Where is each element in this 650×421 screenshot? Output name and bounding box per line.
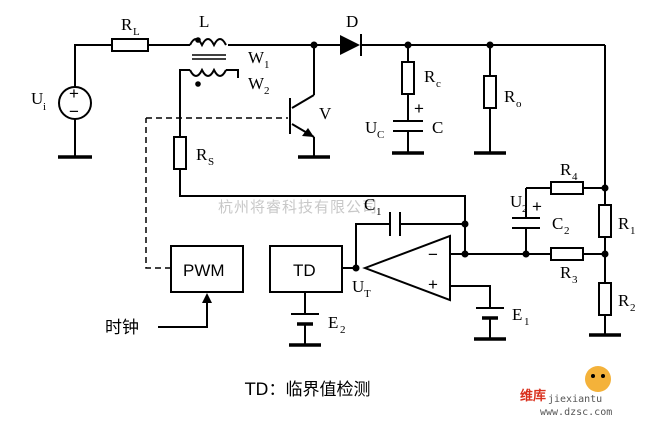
transistor-v: V	[146, 45, 332, 159]
label-r2: R	[618, 291, 630, 310]
label-rc: R	[424, 67, 436, 86]
figure-caption: TD：临界值检测	[244, 380, 370, 400]
label-r4-sub: 4	[572, 171, 578, 183]
clock-label: 时钟	[105, 318, 139, 338]
label-ui: U	[31, 89, 43, 108]
label-ro: R	[504, 87, 516, 106]
label-uc-sub: C	[377, 129, 384, 141]
label-r2-sub: 2	[630, 302, 636, 314]
resistor-ro: R o	[474, 45, 522, 155]
label-u2-sub: 2	[522, 203, 528, 215]
label-rs-sub: S	[208, 156, 214, 168]
resistor-rl: R L	[111, 15, 149, 52]
label-l: L	[199, 12, 209, 31]
coupled-inductor: L W 1 W 2	[179, 12, 270, 137]
pwm-block: PWM 时钟	[105, 118, 244, 338]
source-plus-sign: +	[69, 84, 79, 103]
label-r3: R	[560, 263, 572, 282]
label-c1: C	[364, 195, 375, 214]
cap-c2-plus: +	[532, 197, 542, 216]
label-e1: E	[512, 305, 522, 324]
label-c2: C	[552, 214, 563, 233]
opamp-minus: −	[428, 245, 438, 264]
label-ut: U	[352, 277, 364, 296]
cap-c-plus: +	[414, 99, 424, 118]
label-w1: W	[248, 48, 265, 67]
label-rl-sub: L	[133, 26, 140, 38]
label-v: V	[319, 104, 332, 123]
label-c2-sub: 2	[564, 225, 570, 237]
label-c: C	[432, 118, 443, 137]
label-uc: U	[365, 118, 377, 137]
comparator-opamp: − + C 1 U T E 1	[352, 195, 530, 341]
label-rc-sub: c	[436, 78, 441, 90]
logo-main: 维库	[520, 388, 546, 404]
label-e2: E	[328, 313, 338, 332]
dzsc-logo: 维库 jiexiantu www.dzsc.com	[520, 366, 612, 418]
rc-and-capacitor-c: R c + U C C	[365, 45, 443, 155]
label-ut-sub: T	[364, 288, 371, 300]
watermark: 杭州将睿科技有限公司	[218, 198, 378, 216]
label-e1-sub: 1	[524, 316, 530, 328]
td-block: TD E 2	[269, 245, 356, 347]
label-e2-sub: 2	[340, 324, 346, 336]
top-rail	[74, 44, 606, 205]
label-w2: W	[248, 74, 265, 93]
source-minus-sign: −	[69, 102, 79, 121]
resistor-rs: R S	[173, 136, 466, 224]
label-w2-sub: 2	[264, 85, 270, 97]
label-r1: R	[618, 214, 630, 233]
pwm-label: PWM	[183, 261, 225, 280]
logo-tag: jiexiantu	[548, 394, 602, 405]
label-rs: R	[196, 145, 208, 164]
td-label: TD	[293, 261, 316, 280]
label-u2: U	[510, 192, 522, 211]
label-d: D	[346, 12, 358, 31]
label-ro-sub: o	[516, 98, 522, 110]
logo-site: www.dzsc.com	[540, 407, 612, 418]
label-r4: R	[560, 160, 572, 179]
label-rl: R	[121, 15, 133, 34]
divider-network: R 4 U 2 + C 2 R 1 R 3 R 2	[450, 160, 636, 337]
source-ui: + − U i	[31, 84, 92, 159]
diode-d: D	[340, 12, 362, 56]
label-r3-sub: 3	[572, 274, 578, 286]
label-ui-sub: i	[43, 101, 46, 113]
opamp-plus: +	[428, 275, 438, 294]
label-c1-sub: 1	[376, 206, 382, 218]
label-r1-sub: 1	[630, 225, 636, 237]
label-w1-sub: 1	[264, 59, 270, 71]
